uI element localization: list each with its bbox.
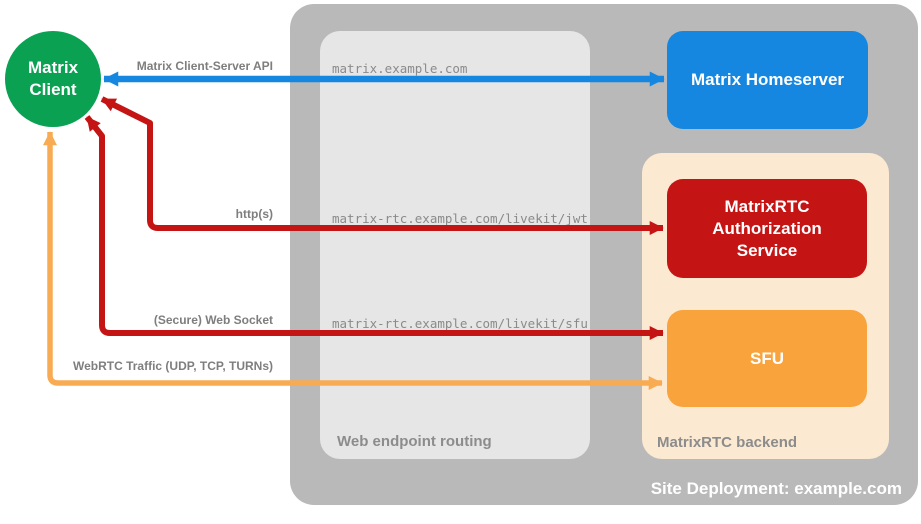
endpoint-url-matrix: matrix.example.com xyxy=(332,61,468,76)
arrow-label-webrtc-traffic: WebRTC Traffic (UDP, TCP, TURNs) xyxy=(72,359,273,373)
sfu-label: SFU xyxy=(750,348,784,368)
matrix-homeserver-node: Matrix Homeserver xyxy=(667,31,868,129)
matrixrtc-authorization-service-label: MatrixRTC Authorization Service xyxy=(712,196,822,260)
arrow-label-client-server-api: Matrix Client-Server API xyxy=(136,59,273,73)
matrixrtc-backend-label: MatrixRTC backend xyxy=(657,434,798,451)
arrow-label-https: http(s) xyxy=(235,207,273,221)
site-deployment-label: Site Deployment: example.com xyxy=(650,479,902,498)
arrow-label-web-socket: (Secure) Web Socket xyxy=(153,313,273,327)
endpoint-url-livekit-sfu: matrix-rtc.example.com/livekit/sfu xyxy=(332,316,588,331)
web-endpoint-routing-label: Web endpoint routing xyxy=(337,433,492,450)
endpoint-url-livekit-jwt: matrix-rtc.example.com/livekit/jwt xyxy=(332,211,588,226)
web-endpoint-routing-box: Web endpoint routing xyxy=(320,31,590,459)
sfu-node: SFU xyxy=(667,310,867,407)
matrix-client-node: Matrix Client xyxy=(5,31,101,127)
matrix-homeserver-label: Matrix Homeserver xyxy=(690,70,845,89)
matrix-client-label: Matrix Client xyxy=(27,58,79,99)
matrixrtc-authorization-service-node: MatrixRTC Authorization Service xyxy=(667,179,867,278)
